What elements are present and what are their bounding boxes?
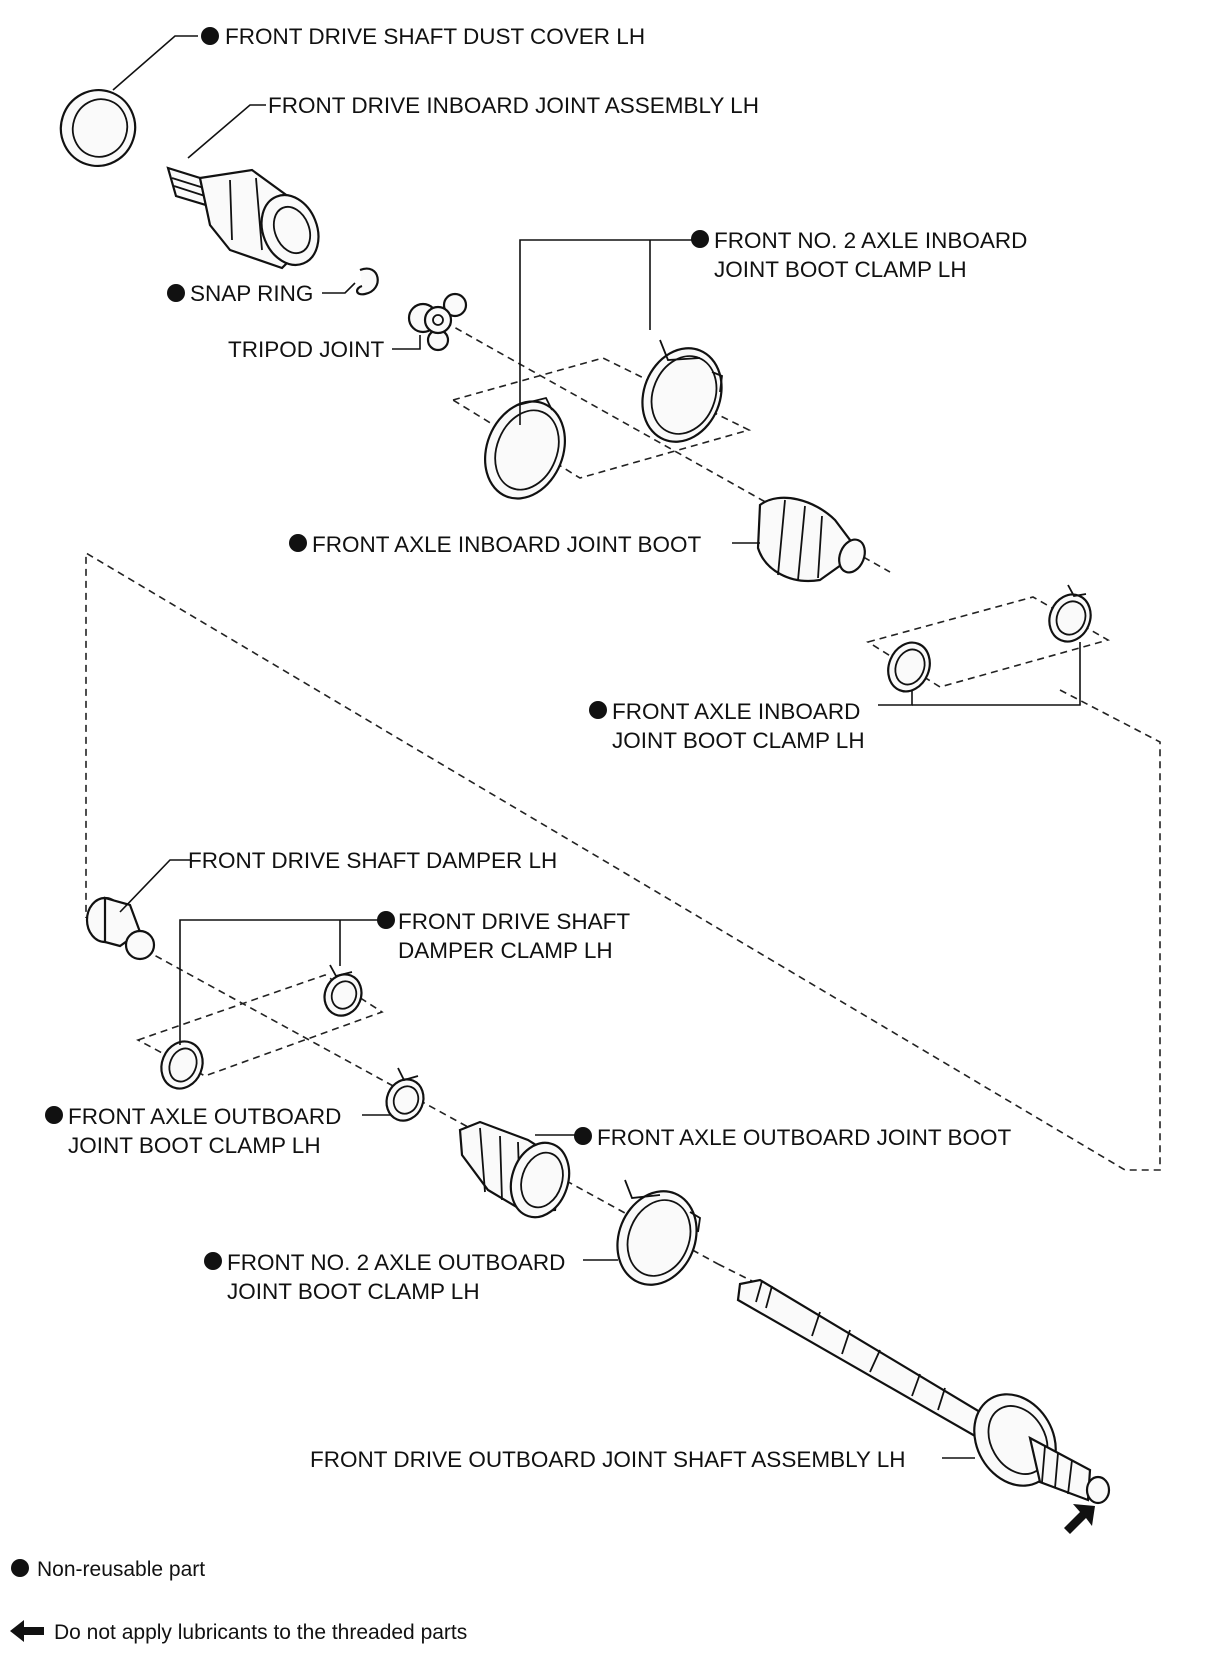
labels: FRONT DRIVE SHAFT DUST COVER LH FRONT DR…: [45, 24, 1027, 1472]
non-reusable-marker-icon: [201, 27, 219, 45]
damper-clamp-part: [323, 964, 363, 1017]
left-arrow-icon: [10, 1620, 44, 1642]
inboard-boot-clamp-b: [1048, 584, 1092, 643]
label-damper-clamp-line1: FRONT DRIVE SHAFT: [398, 909, 630, 934]
outboard-boot-clamp-a: [160, 1040, 204, 1090]
non-reusable-marker-icon: [691, 230, 709, 248]
label-damper-clamp-line2: DAMPER CLAMP LH: [398, 938, 613, 963]
non-reusable-marker-icon: [589, 701, 607, 719]
non-reusable-marker-icon: [167, 284, 185, 302]
non-reusable-marker-icon: [574, 1127, 592, 1145]
no2-outboard-clamp-part: [616, 1179, 701, 1286]
label-inboard-joint-assembly: FRONT DRIVE INBOARD JOINT ASSEMBLY LH: [268, 93, 759, 118]
inboard-boot-clamp-a: [887, 641, 931, 693]
snap-ring-part: [356, 267, 379, 296]
outboard-joint-boot-part: [458, 1120, 571, 1219]
label-no2-outboard-clamp-line2: JOINT BOOT CLAMP LH: [227, 1279, 480, 1304]
label-tripod-joint: TRIPOD JOINT: [228, 337, 385, 362]
label-damper: FRONT DRIVE SHAFT DAMPER LH: [188, 848, 557, 873]
label-snap-ring: SNAP RING: [190, 281, 313, 306]
filled-circle-icon: [11, 1559, 29, 1577]
non-reusable-marker-icon: [377, 911, 395, 929]
tripod-joint-part: [407, 292, 468, 352]
label-outboard-boot-clamp-line2: JOINT BOOT CLAMP LH: [68, 1133, 321, 1158]
label-inboard-joint-boot: FRONT AXLE INBOARD JOINT BOOT: [312, 532, 701, 557]
non-reusable-marker-icon: [45, 1106, 63, 1124]
label-no2-inboard-clamp-line1: FRONT NO. 2 AXLE INBOARD: [714, 228, 1027, 253]
leader-lines: [112, 35, 1081, 1459]
no2-inboard-clamp-a: [483, 396, 567, 500]
label-outboard-shaft-assembly: FRONT DRIVE OUTBOARD JOINT SHAFT ASSEMBL…: [310, 1447, 906, 1472]
legend: Non-reusable part Do not apply lubricant…: [10, 1558, 467, 1644]
inboard-joint-part: [166, 166, 320, 270]
label-inboard-boot-clamp-line1: FRONT AXLE INBOARD: [612, 699, 860, 724]
label-outboard-joint-boot: FRONT AXLE OUTBOARD JOINT BOOT: [597, 1125, 1011, 1150]
label-inboard-boot-clamp-line2: JOINT BOOT CLAMP LH: [612, 728, 865, 753]
label-dust-cover: FRONT DRIVE SHAFT DUST COVER LH: [225, 24, 645, 49]
legend-non-reusable: Non-reusable part: [37, 1558, 205, 1581]
non-reusable-marker-icon: [289, 534, 307, 552]
inboard-joint-boot-part: [756, 496, 866, 583]
outboard-boot-clamp-b: [385, 1067, 425, 1122]
thread-arrow-icon: [1064, 1504, 1095, 1534]
damper-part: [85, 896, 156, 961]
label-no2-outboard-clamp-line1: FRONT NO. 2 AXLE OUTBOARD: [227, 1250, 565, 1275]
label-outboard-boot-clamp-line1: FRONT AXLE OUTBOARD: [68, 1104, 341, 1129]
dust-cover-part: [59, 88, 137, 168]
no2-inboard-clamp-b: [641, 339, 723, 443]
label-no2-inboard-clamp-line2: JOINT BOOT CLAMP LH: [714, 257, 967, 282]
outboard-shaft-part: [736, 1278, 1111, 1505]
non-reusable-marker-icon: [204, 1252, 222, 1270]
legend-no-lubricant: Do not apply lubricants to the threaded …: [54, 1621, 467, 1644]
